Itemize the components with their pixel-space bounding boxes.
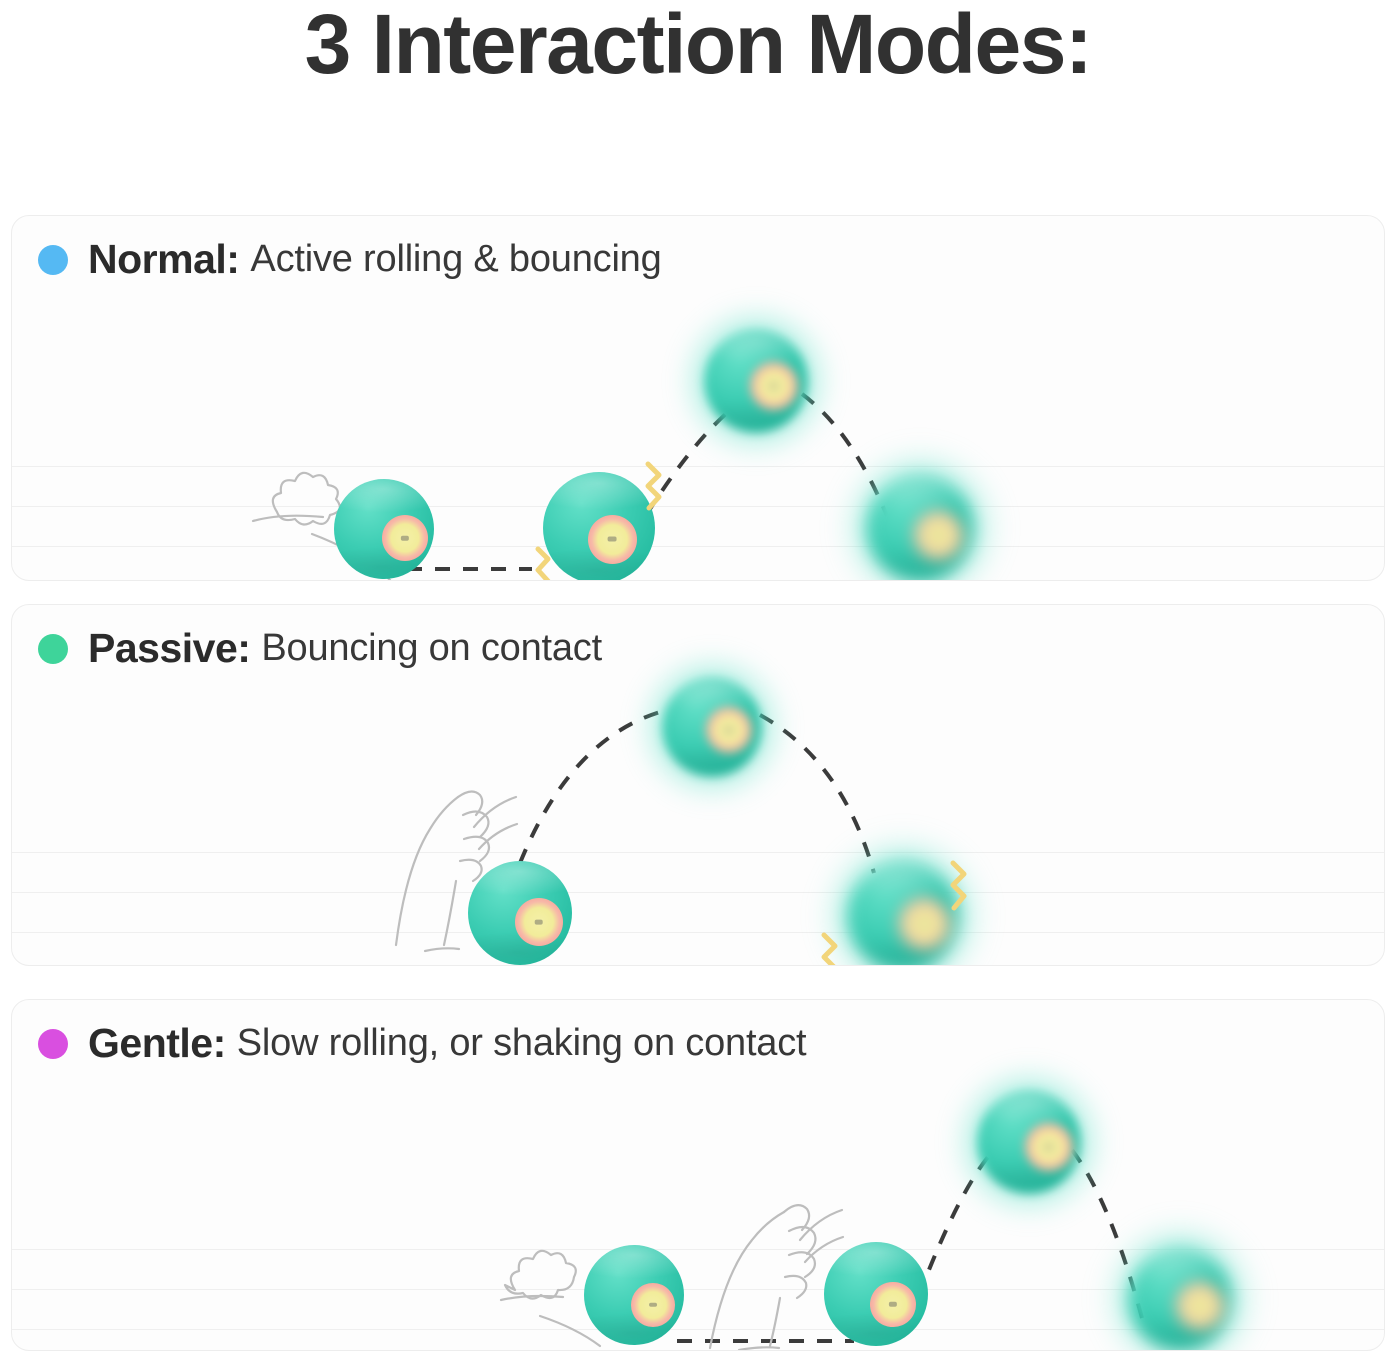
- ball: [824, 1242, 928, 1346]
- ball-seam: [977, 1090, 1081, 1194]
- ball-led-core: [898, 898, 951, 950]
- ball: [543, 472, 655, 580]
- ball-seam: [334, 479, 434, 579]
- mode-card-normal: Normal: Active rolling & bouncing: [11, 215, 1385, 581]
- ball-led-core: [587, 514, 638, 564]
- mode-name-label: Gentle:: [88, 1020, 226, 1066]
- ball: [977, 1090, 1081, 1194]
- floor-rule: [12, 932, 1384, 933]
- ball-seam: [1128, 1247, 1232, 1350]
- ball-seam: [584, 1245, 684, 1345]
- mode-description-label: Active rolling & bouncing: [250, 238, 662, 280]
- mode-card-passive: Passive: Bouncing on contact: [11, 604, 1385, 966]
- vibration-zigzag-icon: [535, 546, 551, 580]
- floor-rule: [12, 506, 1384, 507]
- ball-seam: [866, 474, 974, 580]
- mode-header-normal: Normal: Active rolling & bouncing: [38, 236, 662, 283]
- status-dot-icon: [38, 633, 68, 664]
- mode-description-label: Slow rolling, or shaking on contact: [236, 1022, 807, 1064]
- ball: [704, 329, 808, 433]
- floor-rule: [12, 466, 1384, 467]
- ball-seam: [704, 329, 808, 433]
- ball: [584, 1245, 684, 1345]
- ball-seam: [824, 1242, 928, 1346]
- ball-seam: [847, 860, 959, 965]
- floor-rule: [12, 1329, 1384, 1330]
- ball-seam: [468, 861, 572, 965]
- floor-rule: [12, 1289, 1384, 1290]
- ball-led-core: [382, 515, 428, 561]
- mode-header-passive: Passive: Bouncing on contact: [38, 625, 602, 672]
- ball-led-core: [749, 362, 798, 411]
- ball: [662, 677, 762, 777]
- mode-name-label: Passive:: [88, 625, 251, 671]
- mode-name-label: Normal:: [88, 236, 240, 282]
- ball-seam: [543, 472, 655, 580]
- ball: [468, 861, 572, 965]
- mode-header-gentle: Gentle: Slow rolling, or shaking on cont…: [38, 1020, 807, 1067]
- mode-description-label: Bouncing on contact: [261, 627, 602, 669]
- ball: [866, 474, 974, 580]
- ball-led-core: [514, 898, 563, 947]
- ball-led-core: [1024, 1123, 1073, 1172]
- floor-rule: [12, 1249, 1384, 1250]
- ball: [1128, 1247, 1232, 1350]
- ball-seam: [662, 677, 762, 777]
- vibration-zigzag-icon: [950, 860, 967, 911]
- ball-led-core: [913, 510, 964, 561]
- floor-rule: [12, 546, 1384, 547]
- ball: [334, 479, 434, 579]
- ball: [847, 860, 959, 965]
- ball-led-core: [706, 707, 752, 753]
- floor-rule: [12, 892, 1384, 893]
- status-dot-icon: [38, 1028, 68, 1059]
- mode-card-gentle: Gentle: Slow rolling, or shaking on cont…: [11, 999, 1385, 1351]
- status-dot-icon: [38, 244, 68, 275]
- floor-rule: [12, 852, 1384, 853]
- page-title: 3 Interaction Modes:: [304, 0, 1093, 91]
